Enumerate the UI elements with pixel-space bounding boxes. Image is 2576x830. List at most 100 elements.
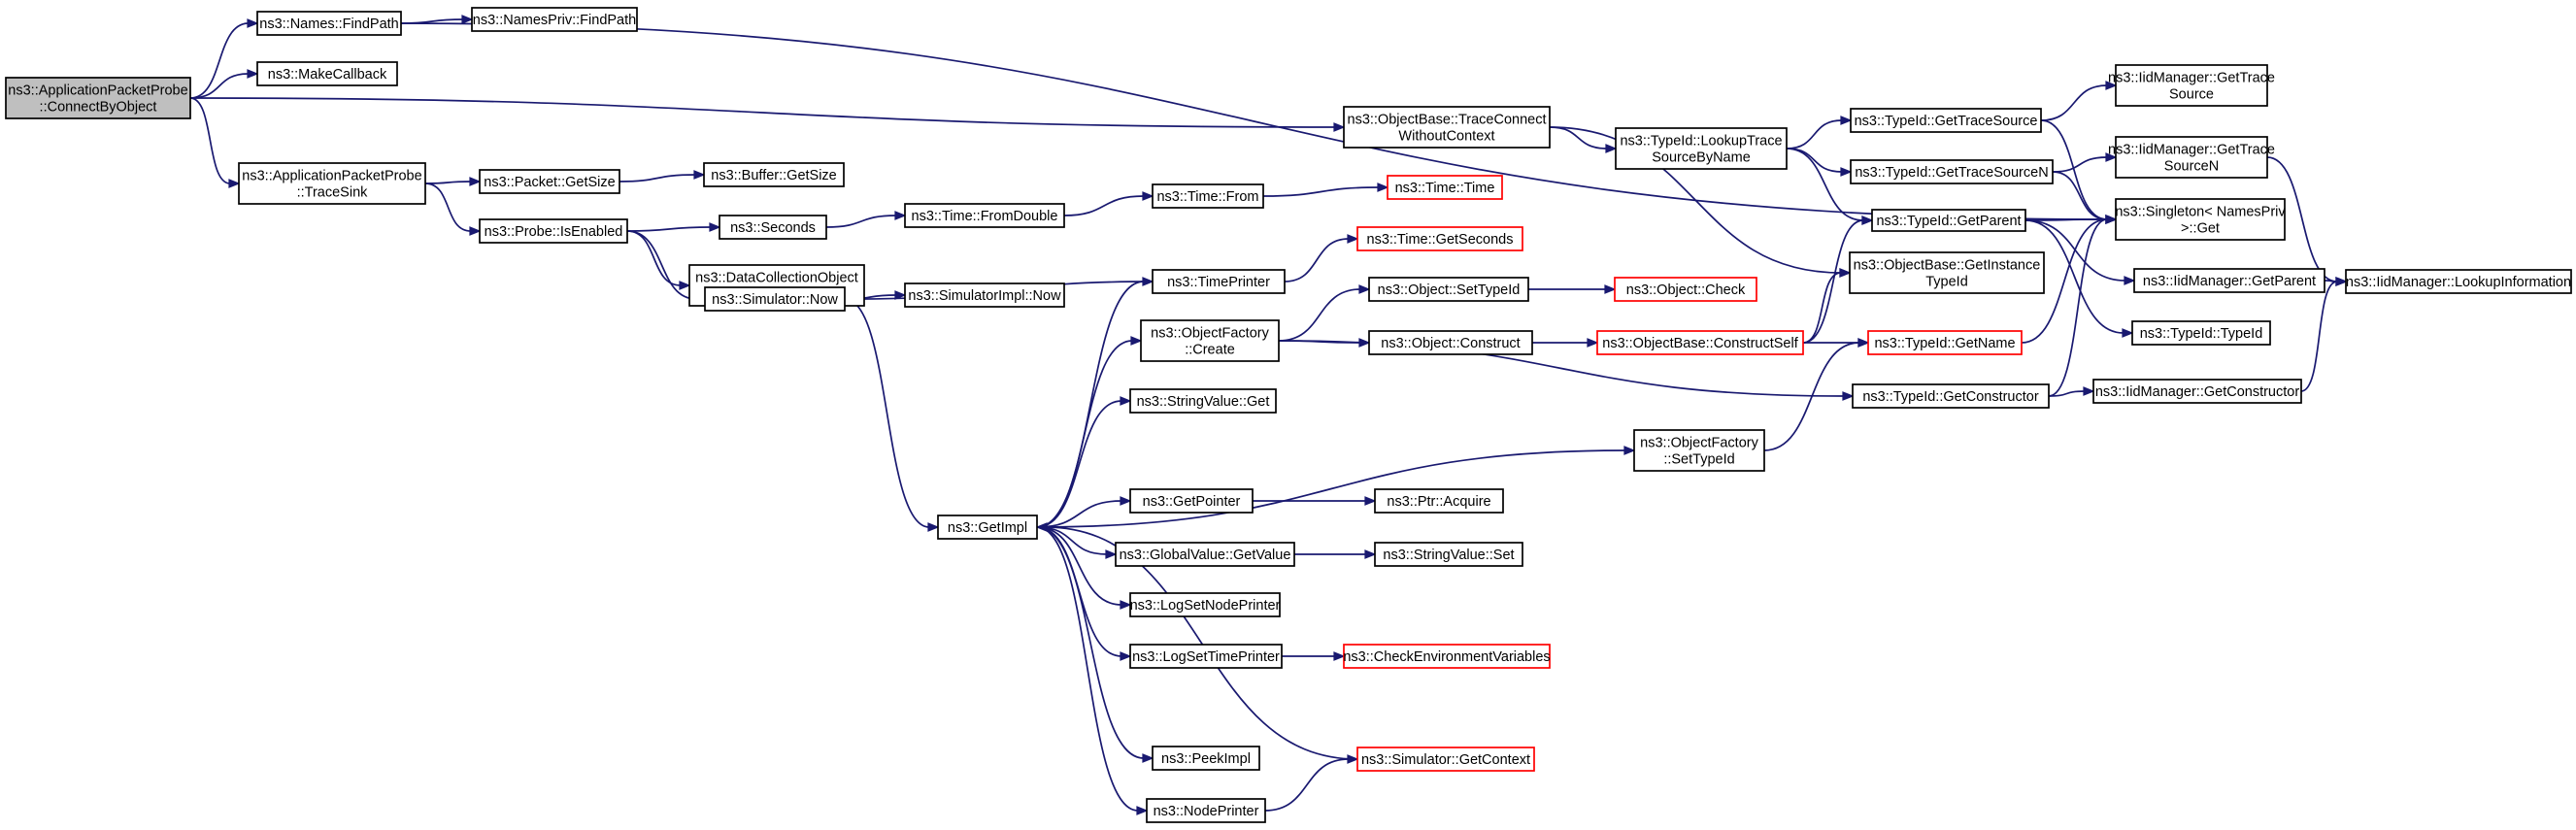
node-ob-constructself[interactable]: ns3::ObjectBase::ConstructSelf <box>1596 330 1804 355</box>
node-buffer-getsize[interactable]: ns3::Buffer::GetSize <box>703 162 845 187</box>
node-seconds[interactable]: ns3::Seconds <box>719 215 827 240</box>
node-probe-isenabled[interactable]: ns3::Probe::IsEnabled <box>479 218 628 244</box>
node-label: ns3::IidManager::LookupInformation <box>2346 275 2571 290</box>
node-namespriv-findpath[interactable]: ns3::NamesPriv::FindPath <box>471 7 638 32</box>
node-label: ns3::TypeId::LookupTrace <box>1620 134 1782 149</box>
node-of-create[interactable]: ns3::ObjectFactory::Create <box>1140 319 1280 362</box>
node-time-time[interactable]: ns3::Time::Time <box>1387 175 1503 200</box>
node-box <box>937 515 1038 540</box>
call-edge-typeid_gettracesourcen-to-iid_gettracesourcen <box>2052 152 2118 173</box>
node-label: ns3::Object::Check <box>1626 282 1746 298</box>
node-label: ns3::TypeId::GetTraceSourceN <box>1855 165 2048 181</box>
node-label: ns3::Singleton< NamesPriv <box>2115 205 2286 220</box>
node-object-check[interactable]: ns3::Object::Check <box>1614 277 1757 302</box>
node-typeid-gettracesourcen[interactable]: ns3::TypeId::GetTraceSourceN <box>1850 159 2054 184</box>
node-time-fromdouble[interactable]: ns3::Time::FromDouble <box>904 203 1065 228</box>
node-box <box>2133 268 2325 293</box>
node-typeid-getconstructor[interactable]: ns3::TypeId::GetConstructor <box>1852 383 2050 409</box>
node-stringvalue-set[interactable]: ns3::StringValue::Set <box>1374 542 1523 567</box>
node-label: ns3::StringValue::Set <box>1383 548 1514 563</box>
node-label: ns3::StringValue::Get <box>1137 394 1270 410</box>
node-label: ns3::Object::SetTypeId <box>1378 282 1521 298</box>
node-label: ns3::Time::FromDouble <box>912 209 1058 224</box>
node-label: ns3::Packet::GetSize <box>484 175 615 190</box>
node-label: WithoutContext <box>1398 129 1494 145</box>
node-tracesink[interactable]: ns3::ApplicationPacketProbe::TraceSink <box>238 162 426 205</box>
node-names-findpath[interactable]: ns3::Names::FindPath <box>256 11 402 36</box>
node-ob-traceconnect[interactable]: ns3::ObjectBase::TraceConnectWithoutCont… <box>1343 106 1551 149</box>
node-object-settypeid[interactable]: ns3::Object::SetTypeId <box>1368 277 1529 302</box>
node-getimpl[interactable]: ns3::GetImpl <box>937 515 1038 540</box>
node-box <box>1374 542 1523 567</box>
node-of-settypeid[interactable]: ns3::ObjectFactory::SetTypeId <box>1633 429 1765 472</box>
node-label: ns3::LogSetNodePrinter <box>1130 598 1281 614</box>
node-box <box>1343 106 1551 149</box>
node-typeid-typeid[interactable]: ns3::TypeId::TypeId <box>2131 320 2271 346</box>
node-iid-getparent[interactable]: ns3::IidManager::GetParent <box>2133 268 2325 293</box>
call-edge-object_settypeid-to-object_check <box>1527 284 1617 294</box>
node-box <box>1356 747 1535 772</box>
call-edge-timeprinter-to-time_getseconds <box>1284 234 1359 282</box>
node-object-construct[interactable]: ns3::Object::Construct <box>1368 330 1533 355</box>
call-edge-root-to-tracesink <box>189 97 241 188</box>
node-sim-getcontext[interactable]: ns3::Simulator::GetContext <box>1356 747 1535 772</box>
node-typeid-gettracesource[interactable]: ns3::TypeId::GetTraceSource <box>1850 108 2042 133</box>
call-edge-time_fromdouble-to-time_from <box>1063 191 1154 216</box>
node-label: ns3::ApplicationPacketProbe <box>8 83 187 99</box>
node-packet-getsize[interactable]: ns3::Packet::GetSize <box>479 169 620 194</box>
node-label: SourceN <box>2164 159 2219 175</box>
node-label: ns3::ObjectBase::ConstructSelf <box>1602 336 1798 351</box>
node-getpointer[interactable]: ns3::GetPointer <box>1129 488 1254 514</box>
node-nodeprinter[interactable]: ns3::NodePrinter <box>1146 798 1266 823</box>
node-label: ns3::LogSetTimePrinter <box>1132 649 1280 665</box>
node-typeid-getname[interactable]: ns3::TypeId::GetName <box>1867 330 2023 355</box>
node-label: ::SetTypeId <box>1663 452 1734 468</box>
node-logsettimeprinter[interactable]: ns3::LogSetTimePrinter <box>1129 644 1283 669</box>
node-simimpl-now[interactable]: ns3::SimulatorImpl::Now <box>904 282 1065 308</box>
node-stringvalue-get[interactable]: ns3::StringValue::Get <box>1129 388 1277 414</box>
node-label: ns3::ObjectFactory <box>1640 436 1758 451</box>
node-box <box>1140 319 1280 362</box>
node-box <box>479 218 628 244</box>
node-label: ns3::ObjectFactory <box>1151 326 1269 342</box>
node-label: ns3::Names::FindPath <box>259 17 398 32</box>
call-edge-typeid_getparent-to-typeid_typeid <box>2024 219 2134 338</box>
node-box <box>1633 429 1765 472</box>
call-edge-logsettimeprinter-to-checkenv <box>1281 651 1346 661</box>
node-label: >::Get <box>2181 221 2220 237</box>
node-iid-lookupinformation[interactable]: ns3::IidManager::LookupInformation <box>2345 269 2572 294</box>
node-label: ns3::TypeId::GetName <box>1874 336 2015 351</box>
node-checkenv[interactable]: ns3::CheckEnvironmentVariables <box>1343 644 1551 669</box>
node-label: Source <box>2169 87 2214 103</box>
node-time-getseconds[interactable]: ns3::Time::GetSeconds <box>1356 226 1523 251</box>
node-peekimpl[interactable]: ns3::PeekImpl <box>1152 746 1260 771</box>
call-edge-probe_isenabled-to-dco_isenabled <box>626 230 691 290</box>
node-logsetnodeprinter[interactable]: ns3::LogSetNodePrinter <box>1129 592 1281 617</box>
node-typeid-getparent[interactable]: ns3::TypeId::GetParent <box>1871 209 2026 232</box>
node-ptr-acquire[interactable]: ns3::Ptr::Acquire <box>1374 488 1504 514</box>
node-box <box>256 11 402 36</box>
node-box <box>479 169 620 194</box>
node-label: ns3::PeekImpl <box>1161 751 1251 767</box>
node-simulator-now[interactable]: ns3::Simulator::Now <box>704 286 846 312</box>
node-label: ::Create <box>1185 343 1235 358</box>
node-singleton-get[interactable]: ns3::Singleton< NamesPriv>::Get <box>2115 198 2286 241</box>
node-iid-gettracesourcen[interactable]: ns3::IidManager::GetTraceSourceN <box>2108 136 2275 179</box>
node-timeprinter[interactable]: ns3::TimePrinter <box>1152 269 1286 294</box>
node-label: ns3::ApplicationPacketProbe <box>242 169 421 184</box>
call-edge-gv_getvalue-to-stringvalue_set <box>1293 549 1377 559</box>
node-gv-getvalue[interactable]: ns3::GlobalValue::GetValue <box>1115 542 1295 567</box>
call-edge-getimpl-to-stringvalue_get <box>1036 396 1132 528</box>
node-iid-getconstructor[interactable]: ns3::IidManager::GetConstructor <box>2092 379 2302 404</box>
node-box <box>904 282 1065 308</box>
node-iid-gettracesource[interactable]: ns3::IidManager::GetTraceSource <box>2108 64 2275 107</box>
node-makecallback[interactable]: ns3::MakeCallback <box>256 61 398 86</box>
node-box <box>1867 330 2023 355</box>
node-box <box>1146 798 1266 823</box>
call-edge-root-to-names_findpath <box>189 18 259 99</box>
call-edges <box>189 15 2348 815</box>
call-edge-of_create-to-object_settypeid <box>1278 284 1371 342</box>
node-time-from[interactable]: ns3::Time::From <box>1152 183 1264 209</box>
